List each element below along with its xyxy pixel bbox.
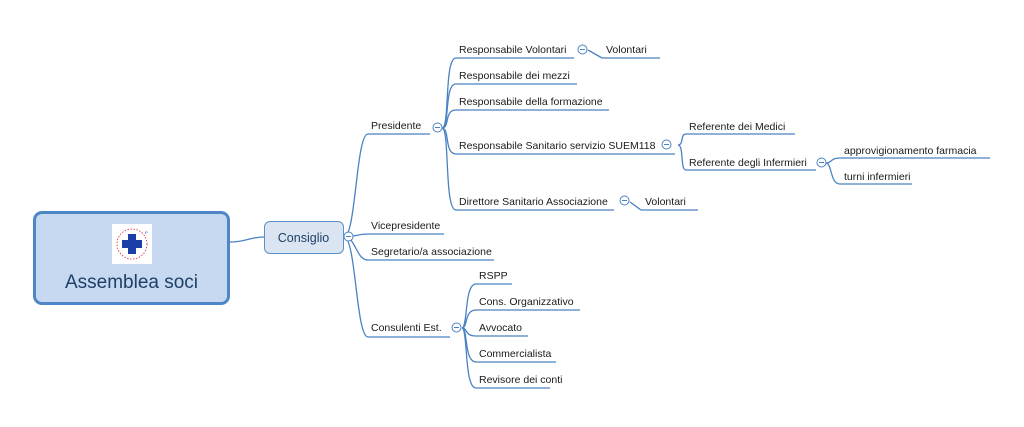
topic-cons-organizzativo[interactable]: Cons. Organizzativo: [479, 296, 574, 308]
link-root-consiglio: [229, 236, 265, 243]
topic-ref-infermieri[interactable]: Referente degli Infermieri: [689, 157, 807, 169]
link-volontari-child: [587, 49, 603, 59]
topic-avvocato[interactable]: Avvocato: [479, 322, 522, 334]
topic-volontari[interactable]: Volontari: [645, 196, 686, 208]
topic-resp-mezzi[interactable]: Responsabile dei mezzi: [459, 70, 570, 82]
topic-rspp[interactable]: RSPP: [479, 270, 508, 282]
link-sanitario-infermieri: [677, 144, 687, 171]
collapse-icon[interactable]: [343, 231, 354, 242]
link-consiglio-consulenti: [343, 236, 369, 338]
collapse-icon[interactable]: [816, 157, 827, 168]
central-topic[interactable]: P Assemblea soci: [33, 211, 230, 305]
topic-farmacia[interactable]: approvigionamento farmacia: [844, 145, 977, 157]
svg-text:P: P: [145, 230, 148, 235]
topic-volontari[interactable]: Volontari: [606, 44, 647, 56]
link-direttore-child: [629, 201, 642, 211]
topic-presidente[interactable]: Presidente: [371, 120, 422, 132]
collapse-icon[interactable]: [619, 195, 630, 206]
central-topic-label: Assemblea soci: [64, 272, 199, 293]
topic-ref-medici[interactable]: Referente dei Medici: [689, 121, 786, 133]
link-consiglio-presidente: [343, 133, 369, 238]
link-presidente-formazione: [441, 109, 457, 129]
collapse-icon[interactable]: [432, 122, 443, 133]
topic-turni[interactable]: turni infermieri: [844, 171, 911, 183]
topic-vicepresidente[interactable]: Vicepresidente: [371, 220, 441, 232]
link-presidente-direttore: [441, 127, 457, 211]
collapse-icon[interactable]: [577, 44, 588, 55]
link-consulenti-cons: [461, 309, 477, 329]
link-sanitario-medici: [677, 133, 687, 146]
collapse-icon[interactable]: [661, 139, 672, 150]
topic-revisore[interactable]: Revisore dei conti: [479, 374, 563, 386]
link-infermieri-farmacia: [825, 157, 841, 164]
topic-segretario[interactable]: Segretario/a associazione: [371, 246, 492, 258]
link-consulenti-revisore: [461, 327, 477, 389]
topic-commercialista[interactable]: Commercialista: [479, 348, 552, 360]
association-logo-icon: P: [112, 224, 152, 264]
topic-resp-formazione[interactable]: Responsabile della formazione: [459, 96, 603, 108]
link-presidente-mezzi: [441, 83, 457, 129]
collapse-icon[interactable]: [451, 322, 462, 333]
topic-consiglio-label: Consiglio: [277, 231, 330, 245]
link-infermieri-turni: [825, 162, 841, 185]
topic-direttore[interactable]: Direttore Sanitario Associazione: [459, 196, 608, 208]
link-consulenti-rspp: [461, 283, 477, 329]
topic-resp-volontari[interactable]: Responsabile Volontari: [459, 44, 567, 56]
topic-resp-sanitario[interactable]: Responsabile Sanitario servizio SUEM118: [459, 140, 656, 152]
topic-consulenti[interactable]: Consulenti Est.: [371, 322, 442, 334]
topic-consiglio[interactable]: Consiglio: [264, 221, 344, 254]
